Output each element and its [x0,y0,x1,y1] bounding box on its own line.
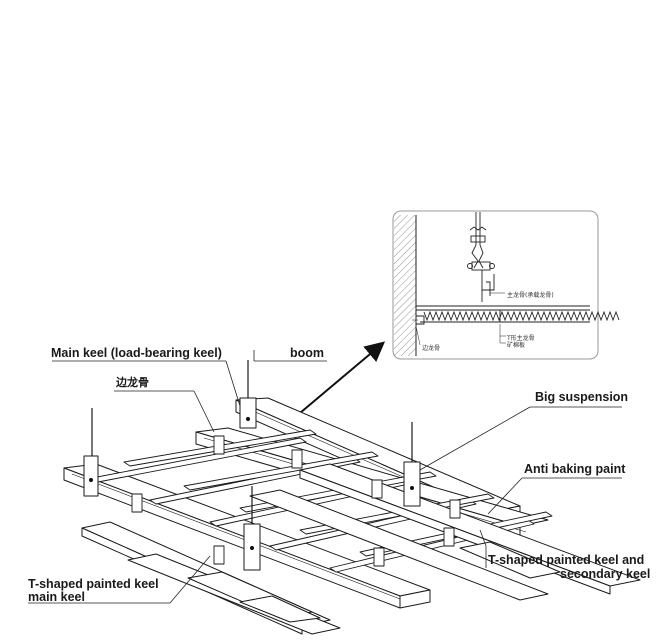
inset-hanger-rod [467,212,495,302]
t-main-keels-lower [81,463,641,635]
inset-label-mineral-board: 矿棉板 [507,342,526,349]
label-anti-baking-paint: Anti baking paint [524,462,626,476]
connectors [131,435,461,567]
inset-detail [392,210,620,360]
label-edge-keel: 边龙骨 [116,376,149,389]
label-t-shaped-secondary-1: T-shaped painted keel and [488,553,645,567]
inset-label-edge-keel: 边龙骨 [422,345,441,352]
leader-lines [28,350,622,604]
detail-pointer-arrow [299,341,386,414]
label-main-keel-load-bearing: Main keel (load-bearing keel) [51,346,222,360]
label-t-shaped-main-1: T-shaped painted keel [28,577,159,591]
hangers [83,360,421,571]
inset-label-main-keel: 主龙骨(承载龙骨) [507,292,554,299]
inset-wall [394,215,416,356]
label-t-shaped-main-2: main keel [28,590,85,604]
label-boom: boom [290,346,325,360]
inset-board [416,305,620,325]
label-t-shaped-secondary-2: secondary keel [560,567,651,581]
keel-grid [63,360,641,635]
label-big-suspension: Big suspension [535,390,629,404]
inset-label-t-main-keel: T形主龙骨 [507,335,535,342]
